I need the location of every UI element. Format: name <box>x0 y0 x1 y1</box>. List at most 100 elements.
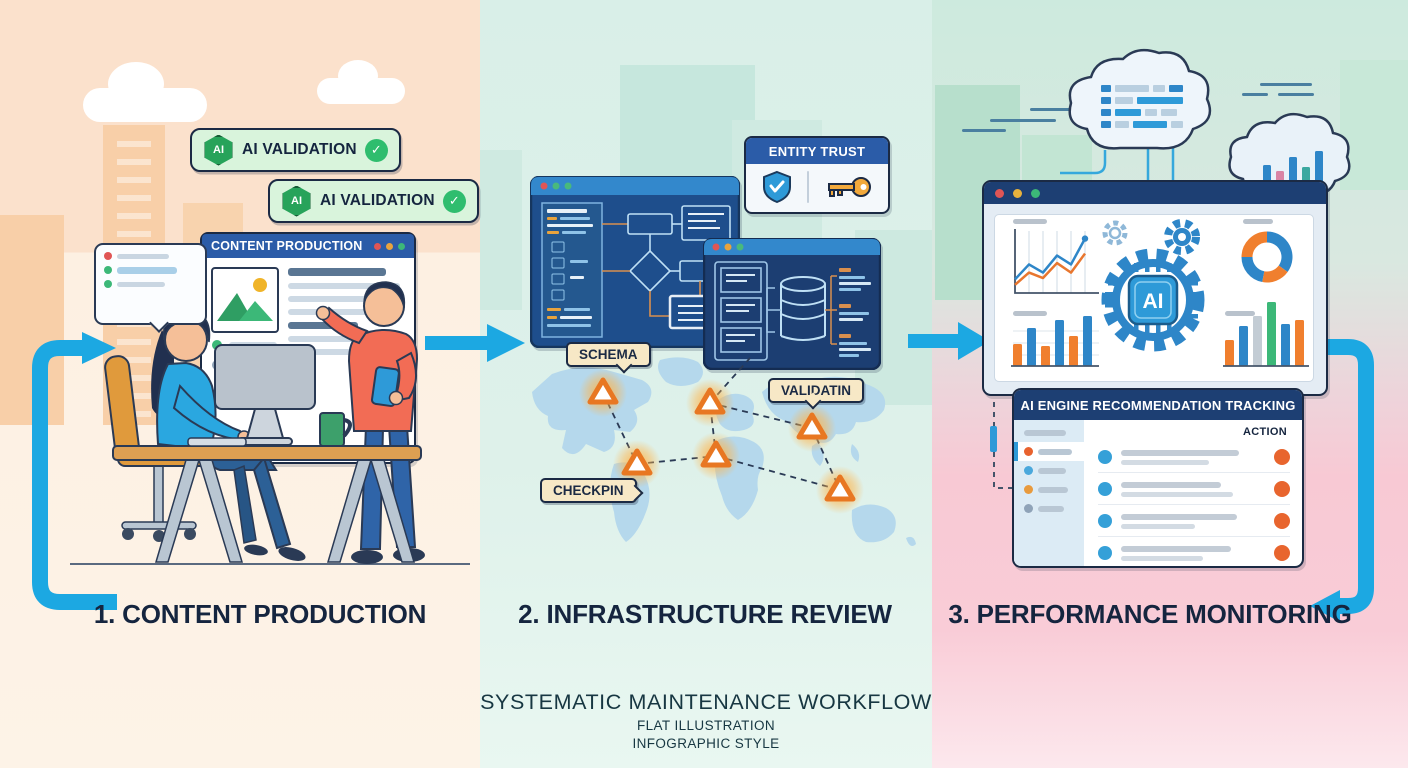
map-label-validatin: VALIDATIN <box>768 378 864 403</box>
image-placeholder-icon <box>211 267 279 333</box>
text-line <box>288 336 396 342</box>
step-title-3: 3. PERFORMANCE MONITORING <box>948 599 1352 629</box>
footer-subtitle-1: FLAT ILLUSTRATION <box>636 718 776 733</box>
data-clouds-illustration <box>1060 48 1351 213</box>
window-dot-red <box>374 242 381 250</box>
speed-line <box>990 119 1056 122</box>
key-icon <box>827 177 871 197</box>
database-window <box>703 238 881 370</box>
speed-line <box>1278 93 1314 96</box>
arrow-step1-to-step2 <box>425 324 525 362</box>
office-chair <box>104 355 197 542</box>
status-dot-blue <box>1098 482 1112 496</box>
text-line <box>288 322 358 329</box>
mug <box>319 412 352 447</box>
sidebar-item <box>1014 480 1084 499</box>
text-line <box>288 283 400 289</box>
action-column-header: ACTION <box>1243 426 1287 438</box>
warning-triangle-markers <box>579 369 864 514</box>
action-dot-orange <box>1274 449 1290 465</box>
check-circle-icon: ✓ <box>364 138 388 162</box>
window-dot-orange <box>386 242 393 250</box>
tracking-row <box>1098 538 1290 566</box>
step-title-1: 1. CONTENT PRODUCTION <box>93 599 427 629</box>
bar-chart-left <box>1011 316 1099 367</box>
entity-trust-card: ENTITY TRUST <box>744 136 890 214</box>
speed-line <box>962 129 1006 132</box>
tracking-panel-title: AI ENGINE RECOMMENDATION TRACKING <box>1014 390 1302 420</box>
cloud-shape <box>108 62 164 106</box>
window-title-bar <box>984 182 1326 204</box>
sidebar-item <box>1014 461 1084 480</box>
code-sidebar <box>541 202 603 338</box>
action-dot-orange <box>1274 545 1290 561</box>
ai-validation-badge: AI AI VALIDATION ✓ <box>268 179 479 223</box>
dashed-connector <box>990 402 1012 489</box>
text-line <box>117 253 169 259</box>
keyboard <box>187 437 247 447</box>
line-chart <box>1014 229 1099 294</box>
action-dot-orange <box>1274 513 1290 529</box>
ai-hexagon-icon: AI <box>282 185 311 217</box>
status-dot-blue <box>1098 450 1112 464</box>
window-dot-green <box>1031 188 1040 198</box>
dashboard-card: AI <box>994 214 1314 382</box>
text-line <box>117 266 177 274</box>
sidebar-item-selected <box>1014 442 1084 461</box>
bar-chart-right <box>1223 302 1309 367</box>
loop-arrow-right <box>1310 339 1374 622</box>
loop-arrow-left <box>32 332 117 610</box>
step-title-2: 2. INFRASTRUCTURE REVIEW <box>518 599 892 629</box>
building-shape <box>480 150 522 310</box>
tracking-list: ACTION <box>1084 420 1302 566</box>
tracking-sidebar <box>1014 420 1084 566</box>
monitor <box>214 344 316 446</box>
code-output <box>825 268 871 357</box>
check-circle-icon: ✓ <box>442 189 466 213</box>
tracking-row <box>1098 474 1290 505</box>
cloud-data-table <box>1068 48 1212 150</box>
text-line <box>288 296 392 302</box>
flowchart-window <box>530 176 740 348</box>
list-dot-green <box>104 266 112 274</box>
world-map-illustration <box>532 357 916 546</box>
ai-gear-icon: AI <box>1101 219 1205 352</box>
bullet-dot <box>212 340 222 350</box>
speed-line <box>1260 83 1312 86</box>
donut-chart <box>1241 231 1293 283</box>
window-dot-green <box>398 242 405 250</box>
window-title: CONTENT PRODUCTION <box>211 239 363 253</box>
entity-trust-title: ENTITY TRUST <box>746 138 888 164</box>
database-cylinder-icon <box>766 276 826 341</box>
footer-title: SYSTEMATIC MAINTENANCE WORKFLOW <box>480 690 932 714</box>
action-dot-orange <box>1274 481 1290 497</box>
text-line <box>288 349 384 355</box>
status-dot-blue <box>1098 546 1112 560</box>
text-line <box>288 309 398 315</box>
list-dot-green <box>104 280 112 288</box>
map-label-schema: SCHEMA <box>566 342 651 367</box>
footer-subtitle-2: INFOGRAPHIC STYLE <box>632 736 780 751</box>
building-shape <box>1340 60 1408 190</box>
status-dot-blue <box>1098 514 1112 528</box>
ai-chip-label: AI <box>1143 290 1164 313</box>
arrow-step2-to-step3 <box>908 322 990 360</box>
sidebar-item <box>1014 499 1084 518</box>
desk <box>112 445 422 563</box>
badge-label: AI VALIDATION <box>320 192 435 209</box>
window-title-bar: CONTENT PRODUCTION <box>202 234 414 258</box>
ai-validation-badge: AI AI VALIDATION ✓ <box>190 128 401 172</box>
ai-dashboard-window: AI <box>982 180 1328 396</box>
recommendation-tracking-panel: AI ENGINE RECOMMENDATION TRACKING ACTION <box>1012 388 1304 568</box>
window-dot-yellow <box>1013 188 1022 198</box>
shield-check-icon <box>762 170 791 204</box>
divider <box>807 171 809 203</box>
list-dot-red <box>104 252 112 260</box>
tracking-row <box>1098 506 1290 537</box>
ai-hexagon-icon: AI <box>204 134 233 166</box>
sidebar-caption <box>1024 430 1066 436</box>
speed-line <box>1242 93 1268 96</box>
cloud-shape <box>338 60 378 92</box>
speed-line <box>1030 108 1085 111</box>
